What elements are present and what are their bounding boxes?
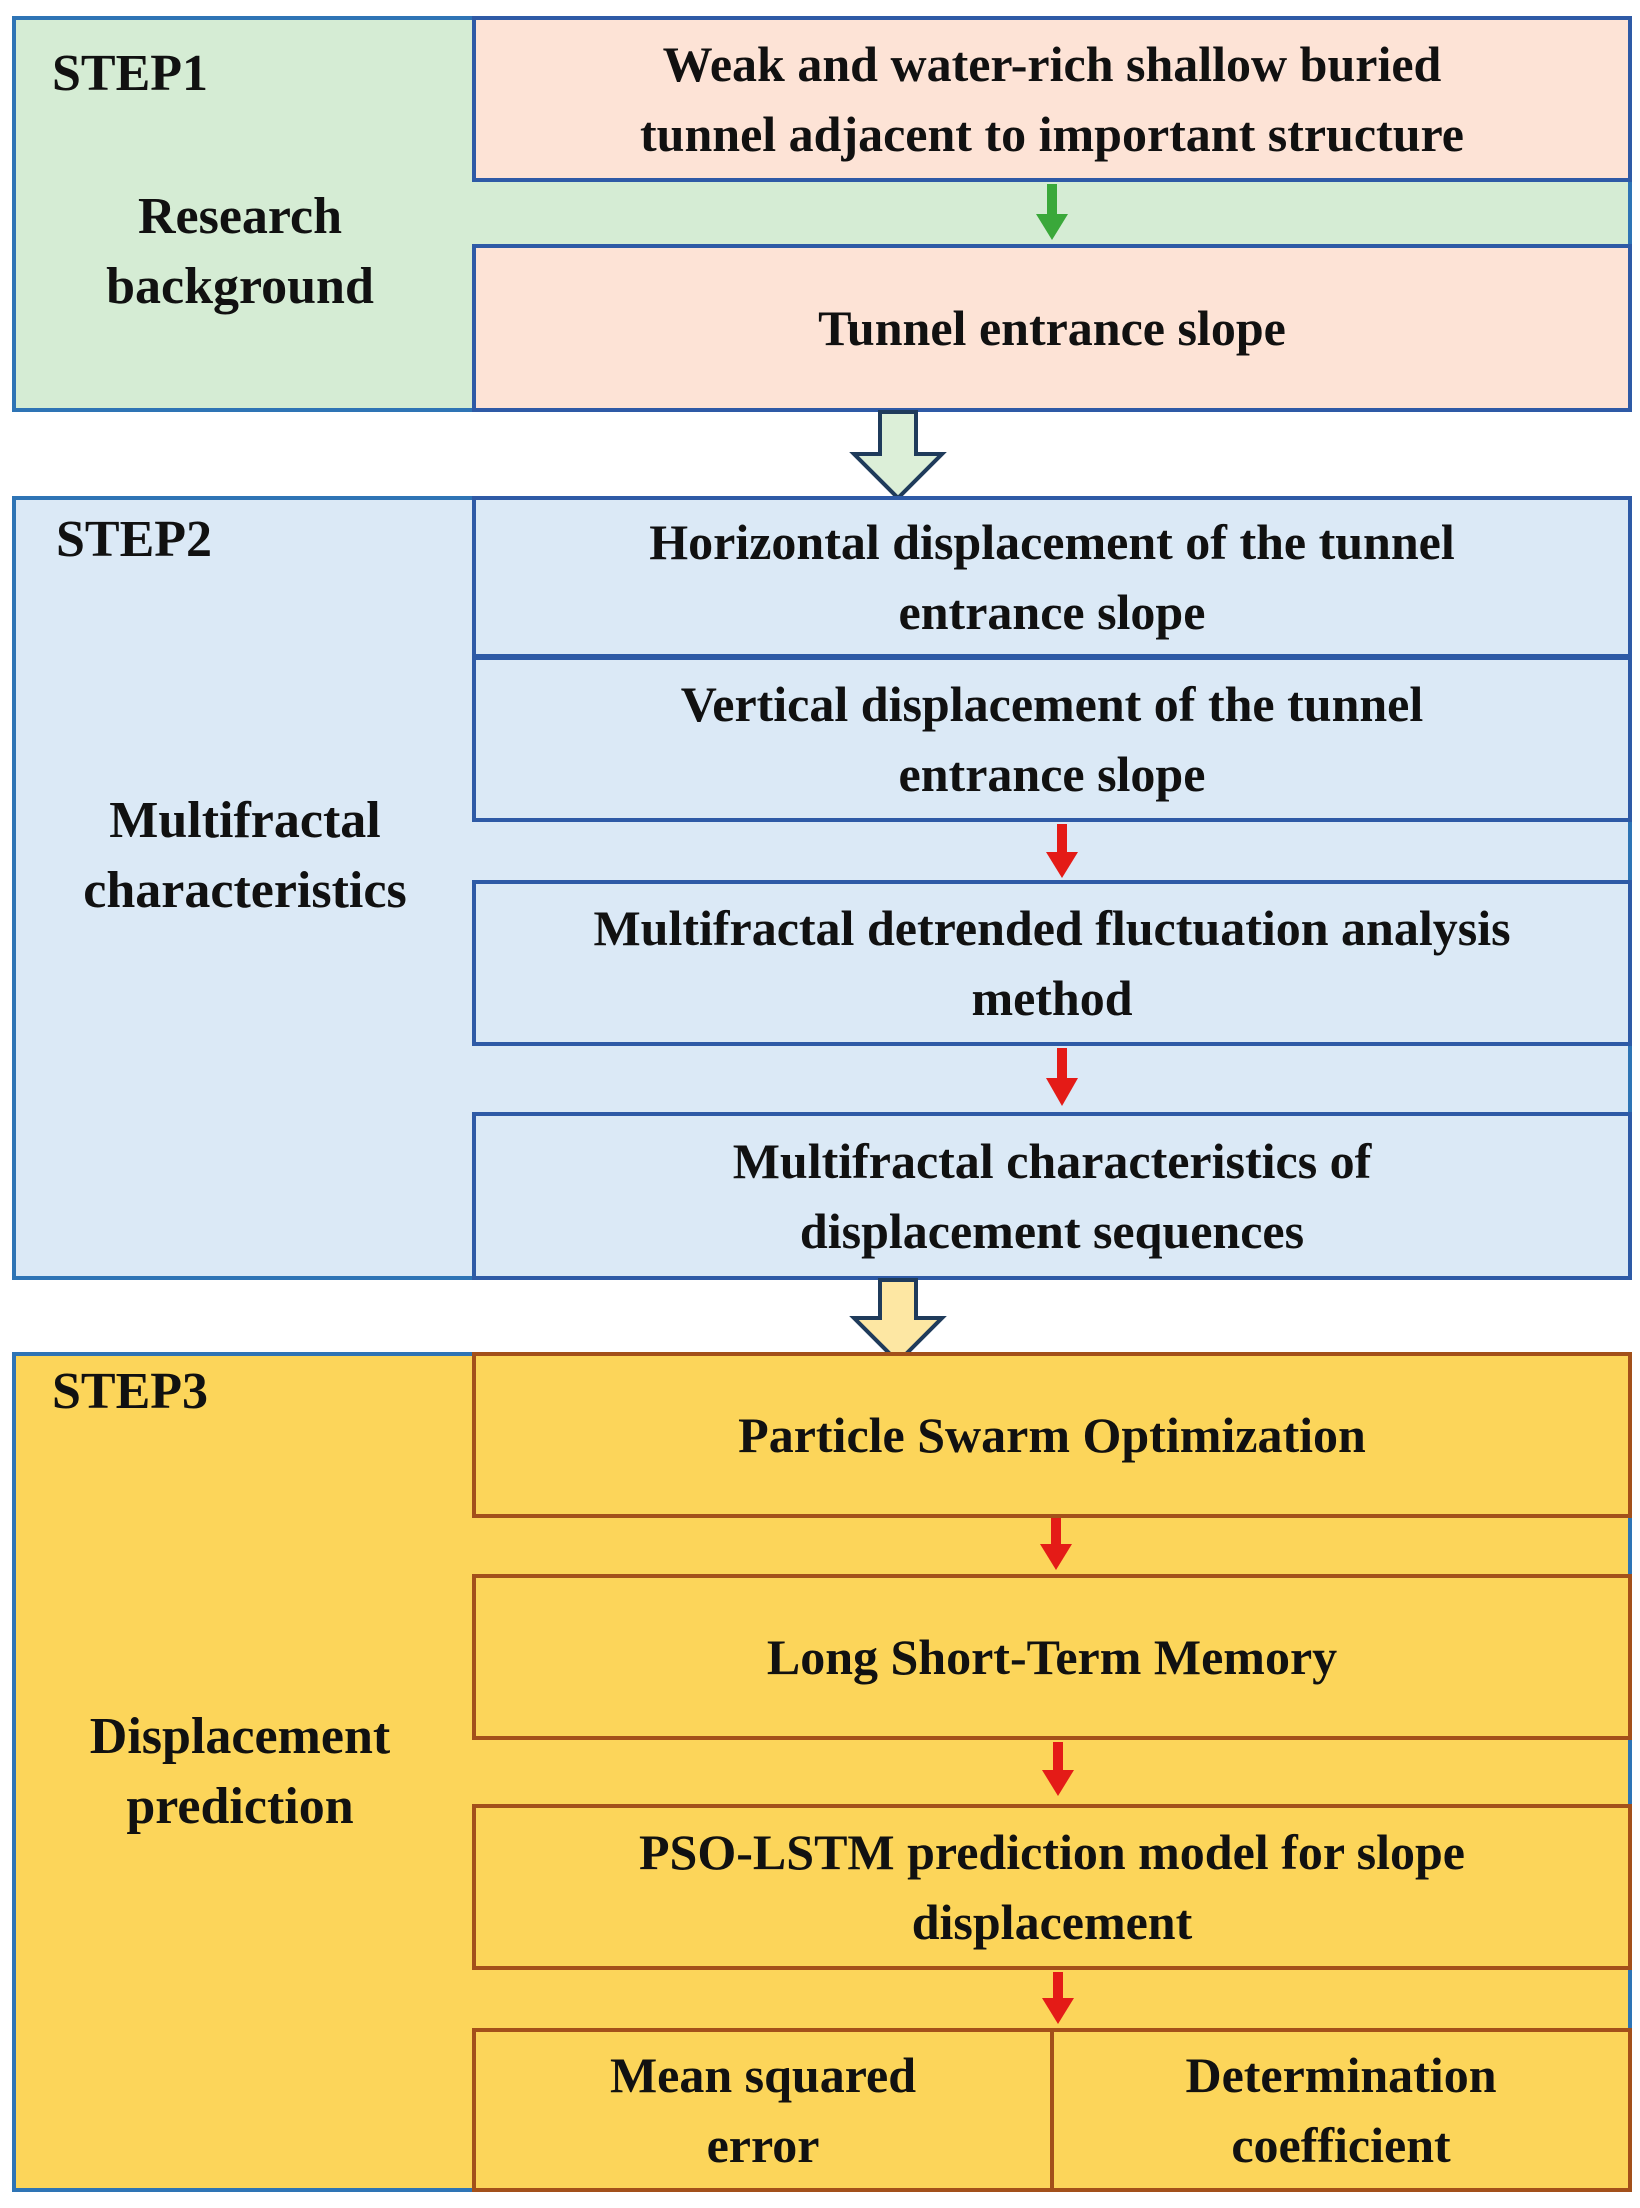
step2-box3-line2: method bbox=[971, 970, 1133, 1026]
step3-box1-text: Particle Swarm Optimization bbox=[738, 1407, 1366, 1463]
step1-box-background: Weak and water-rich shallow buried tunne… bbox=[472, 16, 1632, 182]
red-arrow-icon-4 bbox=[1042, 1742, 1074, 1796]
step3-box-pso: Particle Swarm Optimization bbox=[472, 1352, 1632, 1518]
red-arrow-1-shaft bbox=[1057, 824, 1067, 856]
step3-box3-line1: PSO-LSTM prediction model for slope bbox=[639, 1824, 1465, 1880]
red-arrow-5-shaft bbox=[1053, 1972, 1063, 2002]
red-arrow-3-shaft bbox=[1051, 1518, 1061, 1548]
step2-box-multifractal-characteristics: Multifractal characteristics of displace… bbox=[472, 1112, 1632, 1280]
green-arrow-head bbox=[1036, 214, 1068, 240]
red-arrow-4-shaft bbox=[1053, 1742, 1063, 1774]
step2-box1-line1: Horizontal displacement of the tunnel bbox=[649, 514, 1455, 570]
step3-side-line2: prediction bbox=[126, 1778, 354, 1835]
step2-label: STEP2 bbox=[56, 511, 213, 568]
step3-box2-text: Long Short-Term Memory bbox=[766, 1629, 1338, 1685]
hollow-arrow-shape bbox=[849, 410, 947, 501]
step3-box-lstm: Long Short-Term Memory bbox=[472, 1574, 1632, 1740]
step1-side-line2: background bbox=[106, 258, 374, 315]
step2-box2-line1: Vertical displacement of the tunnel bbox=[680, 676, 1424, 732]
step3-box-pso-lstm-model: PSO-LSTM prediction model for slope disp… bbox=[472, 1804, 1632, 1970]
step3-side-title: Displacement prediction bbox=[20, 1702, 460, 1842]
step2-side-title: Multifractal characteristics bbox=[20, 786, 470, 926]
red-arrow-icon-2 bbox=[1046, 1048, 1078, 1106]
red-arrow-icon-3 bbox=[1040, 1518, 1072, 1570]
step1-side-title: Research background bbox=[20, 182, 460, 322]
step2-side-line1: Multifractal bbox=[109, 792, 381, 849]
step3-box4b-line1: Determination bbox=[1185, 2047, 1497, 2103]
step2-box2-line2: entrance slope bbox=[898, 746, 1206, 802]
step3-box4a-line1: Mean squared bbox=[609, 2047, 917, 2103]
step3-label: STEP3 bbox=[52, 1363, 209, 1420]
step1-box-tunnel-entrance-slope: Tunnel entrance slope bbox=[472, 244, 1632, 412]
hollow-arrow-shape-2 bbox=[849, 1278, 947, 1365]
step2-box3-line1: Multifractal detrended fluctuation analy… bbox=[593, 900, 1511, 956]
step2-box4-line2: displacement sequences bbox=[799, 1203, 1305, 1259]
step2-box4-line1: Multifractal characteristics of bbox=[732, 1133, 1372, 1189]
hollow-arrow-icon-step2-to-step3 bbox=[849, 1278, 947, 1365]
step3-box-mean-squared-error: Mean squared error bbox=[472, 2028, 1054, 2192]
step2-box-horizontal-displacement: Horizontal displacement of the tunnel en… bbox=[472, 496, 1632, 658]
green-arrow-shaft bbox=[1047, 184, 1057, 218]
step3-box4a-line2: error bbox=[706, 2117, 820, 2173]
red-arrow-2-head bbox=[1046, 1078, 1078, 1106]
red-arrow-4-head bbox=[1042, 1770, 1074, 1796]
red-arrow-5-head bbox=[1042, 1998, 1074, 2024]
step2-box-mfdfa-method: Multifractal detrended fluctuation analy… bbox=[472, 880, 1632, 1046]
red-arrow-3-head bbox=[1040, 1544, 1072, 1570]
red-arrow-2-shaft bbox=[1057, 1048, 1067, 1082]
red-arrow-1-head bbox=[1046, 852, 1078, 878]
step3-box4b-line2: coefficient bbox=[1231, 2117, 1451, 2173]
step3-box-determination-coefficient: Determination coefficient bbox=[1050, 2028, 1632, 2192]
green-arrow-icon bbox=[1036, 184, 1068, 240]
red-arrow-icon-1 bbox=[1046, 824, 1078, 878]
step1-side-line1: Research bbox=[137, 188, 343, 245]
step3-side-line1: Displacement bbox=[89, 1708, 391, 1765]
hollow-arrow-icon-step1-to-step2 bbox=[849, 410, 947, 501]
step1-box1-line2: tunnel adjacent to important structure bbox=[640, 106, 1464, 162]
step1-box1-line1: Weak and water-rich shallow buried bbox=[662, 36, 1442, 92]
step2-box-vertical-displacement: Vertical displacement of the tunnel entr… bbox=[472, 656, 1632, 822]
red-arrow-icon-5 bbox=[1042, 1972, 1074, 2024]
step1-box2-text: Tunnel entrance slope bbox=[818, 300, 1286, 356]
step2-side-line2: characteristics bbox=[83, 862, 407, 919]
step3-box3-line2: displacement bbox=[911, 1894, 1193, 1950]
step2-box1-line2: entrance slope bbox=[898, 584, 1206, 640]
step1-label: STEP1 bbox=[52, 45, 209, 102]
